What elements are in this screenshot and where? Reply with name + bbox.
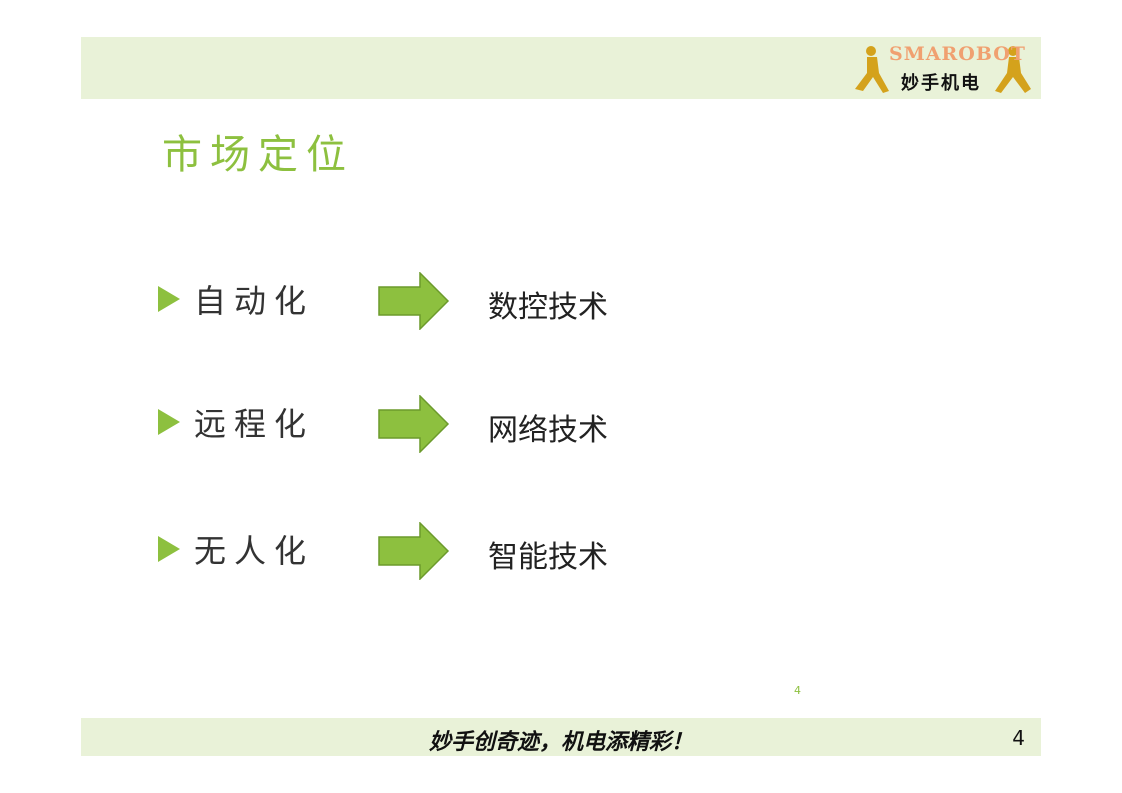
footer-band: 妙手创奇迹，机电添精彩！ 4: [81, 718, 1041, 756]
header-band: SMAROBOT 妙手机电: [81, 37, 1041, 99]
smarobot-logo: SMAROBOT 妙手机电: [849, 41, 1035, 97]
runner-figures-icon: [855, 46, 1031, 93]
item-tech: 数控技术: [488, 290, 608, 325]
item-label: 无人化: [194, 532, 315, 570]
page-number: 4: [1012, 726, 1025, 750]
slide-number-small: 4: [794, 684, 801, 697]
item-tech: 智能技术: [488, 540, 608, 575]
arrow-right-icon: [378, 272, 450, 330]
logo-text: SMAROBOT: [889, 43, 1026, 65]
triangle-right-icon: [158, 286, 180, 312]
item-label: 自动化: [194, 282, 315, 320]
arrow-right-icon: [378, 522, 450, 580]
triangle-right-icon: [158, 409, 180, 435]
triangle-right-icon: [158, 536, 180, 562]
logo-chinese: 妙手机电: [901, 73, 981, 94]
page-title: 市场定位: [162, 132, 354, 178]
item-label: 远程化: [194, 405, 315, 443]
arrow-right-icon: [378, 395, 450, 453]
footer-motto: 妙手创奇迹，机电添精彩！: [428, 730, 693, 755]
item-tech: 网络技术: [488, 413, 608, 448]
